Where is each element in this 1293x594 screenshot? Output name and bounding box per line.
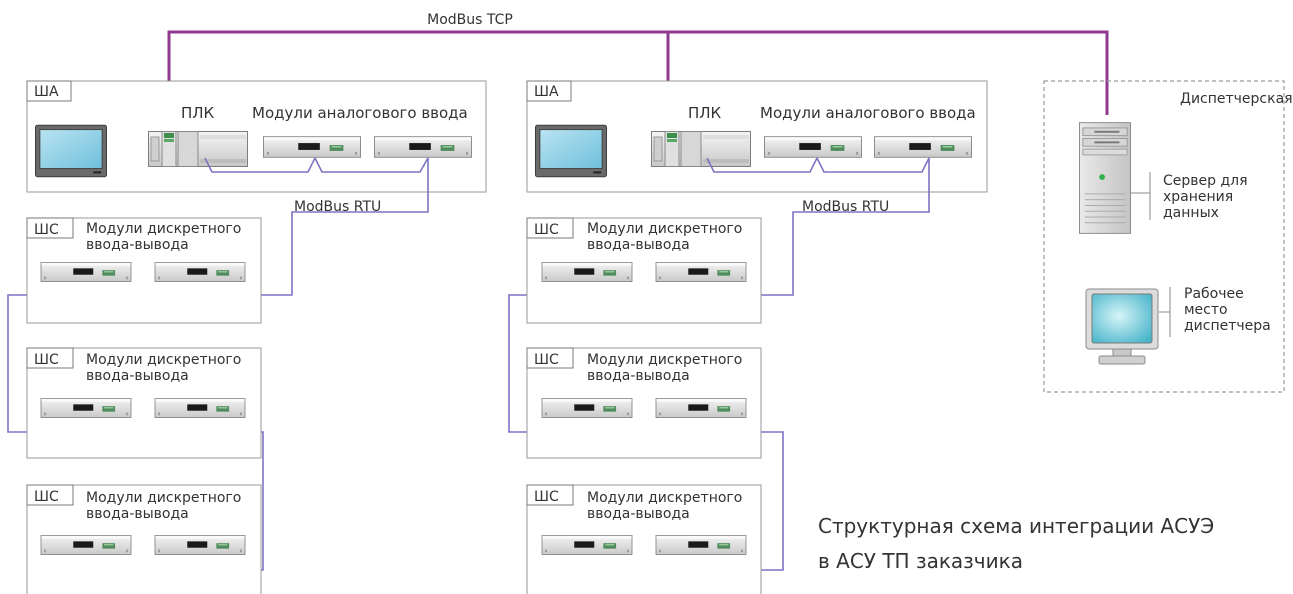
analog-module-icon: [263, 136, 361, 158]
discrete-cabinet: ШС Модули дискретного ввода-вывода: [26, 484, 262, 594]
workstation-label-line-2: место: [1184, 302, 1228, 318]
discrete-module-icon: [40, 262, 132, 282]
modbus-rtu-link: [7, 157, 429, 571]
group-left: ША ПЛК Модули аналогового ввода ModBus R…: [7, 80, 487, 594]
workstation-label-line-3: диспетчера: [1184, 318, 1271, 334]
dispatch-room-frame: [1043, 80, 1285, 393]
analog-module-icon: [764, 136, 862, 158]
discrete-modules-label-2: ввода-вывода: [587, 237, 690, 253]
discrete-modules-label: Модули дискретного: [587, 221, 742, 237]
discrete-modules-label-2: ввода-вывода: [86, 237, 189, 253]
discrete-cabinet: ШС Модули дискретного ввода-вывода: [526, 217, 762, 324]
discrete-cabinet: ШС Модули дискретного ввода-вывода: [26, 217, 262, 324]
workstation-label-line-1: Рабочее: [1184, 286, 1244, 302]
analog-module-icon: [374, 136, 472, 158]
cabinet-tag: ШС: [34, 222, 59, 238]
cabinet-tag: ШС: [34, 352, 59, 368]
operator-panel-icon: [535, 124, 607, 178]
server-label-bracket: [1131, 172, 1151, 220]
modbus-rtu-label: ModBus RTU: [294, 199, 381, 215]
discrete-module-icon: [154, 398, 246, 418]
monitor-icon: [1085, 288, 1159, 365]
discrete-modules-label-2: ввода-вывода: [86, 368, 189, 384]
discrete-module-icon: [154, 262, 246, 282]
discrete-modules-label-2: ввода-вывода: [587, 368, 690, 384]
modbus-tcp-label: ModBus TCP: [427, 12, 513, 28]
group-middle: ША ПЛК Модули аналогового ввода ModBus R…: [508, 80, 988, 594]
plc-rack-icon: [651, 131, 751, 167]
plc-label: ПЛК: [688, 104, 722, 122]
cabinet-tag: ША: [34, 84, 59, 100]
discrete-module-icon: [655, 262, 747, 282]
discrete-cabinet: ШС Модули дискретного ввода-вывода: [526, 347, 762, 459]
discrete-modules-label: Модули дискретного: [587, 490, 742, 506]
operator-panel-icon: [35, 124, 107, 178]
analog-modules-label: Модули аналогового ввода: [252, 104, 468, 122]
modbus-rtu-link: [508, 157, 930, 571]
discrete-module-icon: [655, 535, 747, 555]
cabinet-tag: ША: [534, 84, 559, 100]
discrete-modules-label-2: ввода-вывода: [587, 506, 690, 522]
cabinet-tag: ШС: [534, 222, 559, 238]
cabinet-tag-frame: [26, 80, 72, 102]
discrete-module-icon: [154, 535, 246, 555]
server-label-line-1: Сервер для: [1163, 173, 1248, 189]
plc-rack-icon: [148, 131, 248, 167]
dispatch-room: Диспетчерская Сервер для хранения данных…: [1043, 80, 1293, 393]
diagram-caption-line-1: Структурная схема интеграции АСУЭ: [818, 514, 1214, 538]
discrete-module-icon: [655, 398, 747, 418]
modbus-rtu-label: ModBus RTU: [802, 199, 889, 215]
cabinet-tag: ШС: [534, 489, 559, 505]
discrete-modules-label: Модули дискретного: [86, 352, 241, 368]
discrete-module-icon: [40, 535, 132, 555]
analog-modules-label: Модули аналогового ввода: [760, 104, 976, 122]
discrete-module-icon: [541, 398, 633, 418]
cabinet-tag-frame: [526, 80, 572, 102]
discrete-modules-label-2: ввода-вывода: [86, 506, 189, 522]
discrete-modules-label: Модули дискретного: [86, 221, 241, 237]
cabinet-tag: ШС: [34, 489, 59, 505]
plc-label: ПЛК: [181, 104, 215, 122]
discrete-modules-label: Модули дискретного: [587, 352, 742, 368]
server-tower-icon: [1079, 122, 1131, 234]
discrete-module-icon: [40, 398, 132, 418]
analog-module-icon: [874, 136, 972, 158]
discrete-cabinet: ШС Модули дискретного ввода-вывода: [526, 484, 762, 594]
server-label-line-3: данных: [1163, 205, 1219, 221]
cabinet-tag: ШС: [534, 352, 559, 368]
discrete-module-icon: [541, 535, 633, 555]
discrete-modules-label: Модули дискретного: [86, 490, 241, 506]
diagram-caption-line-2: в АСУ ТП заказчика: [818, 549, 1023, 573]
discrete-module-icon: [541, 262, 633, 282]
server-label-line-2: хранения: [1163, 189, 1233, 205]
dispatch-room-title: Диспетчерская: [1180, 91, 1293, 107]
workstation-label-bracket: [1159, 287, 1171, 337]
discrete-cabinet: ШС Модули дискретного ввода-вывода: [26, 347, 262, 459]
